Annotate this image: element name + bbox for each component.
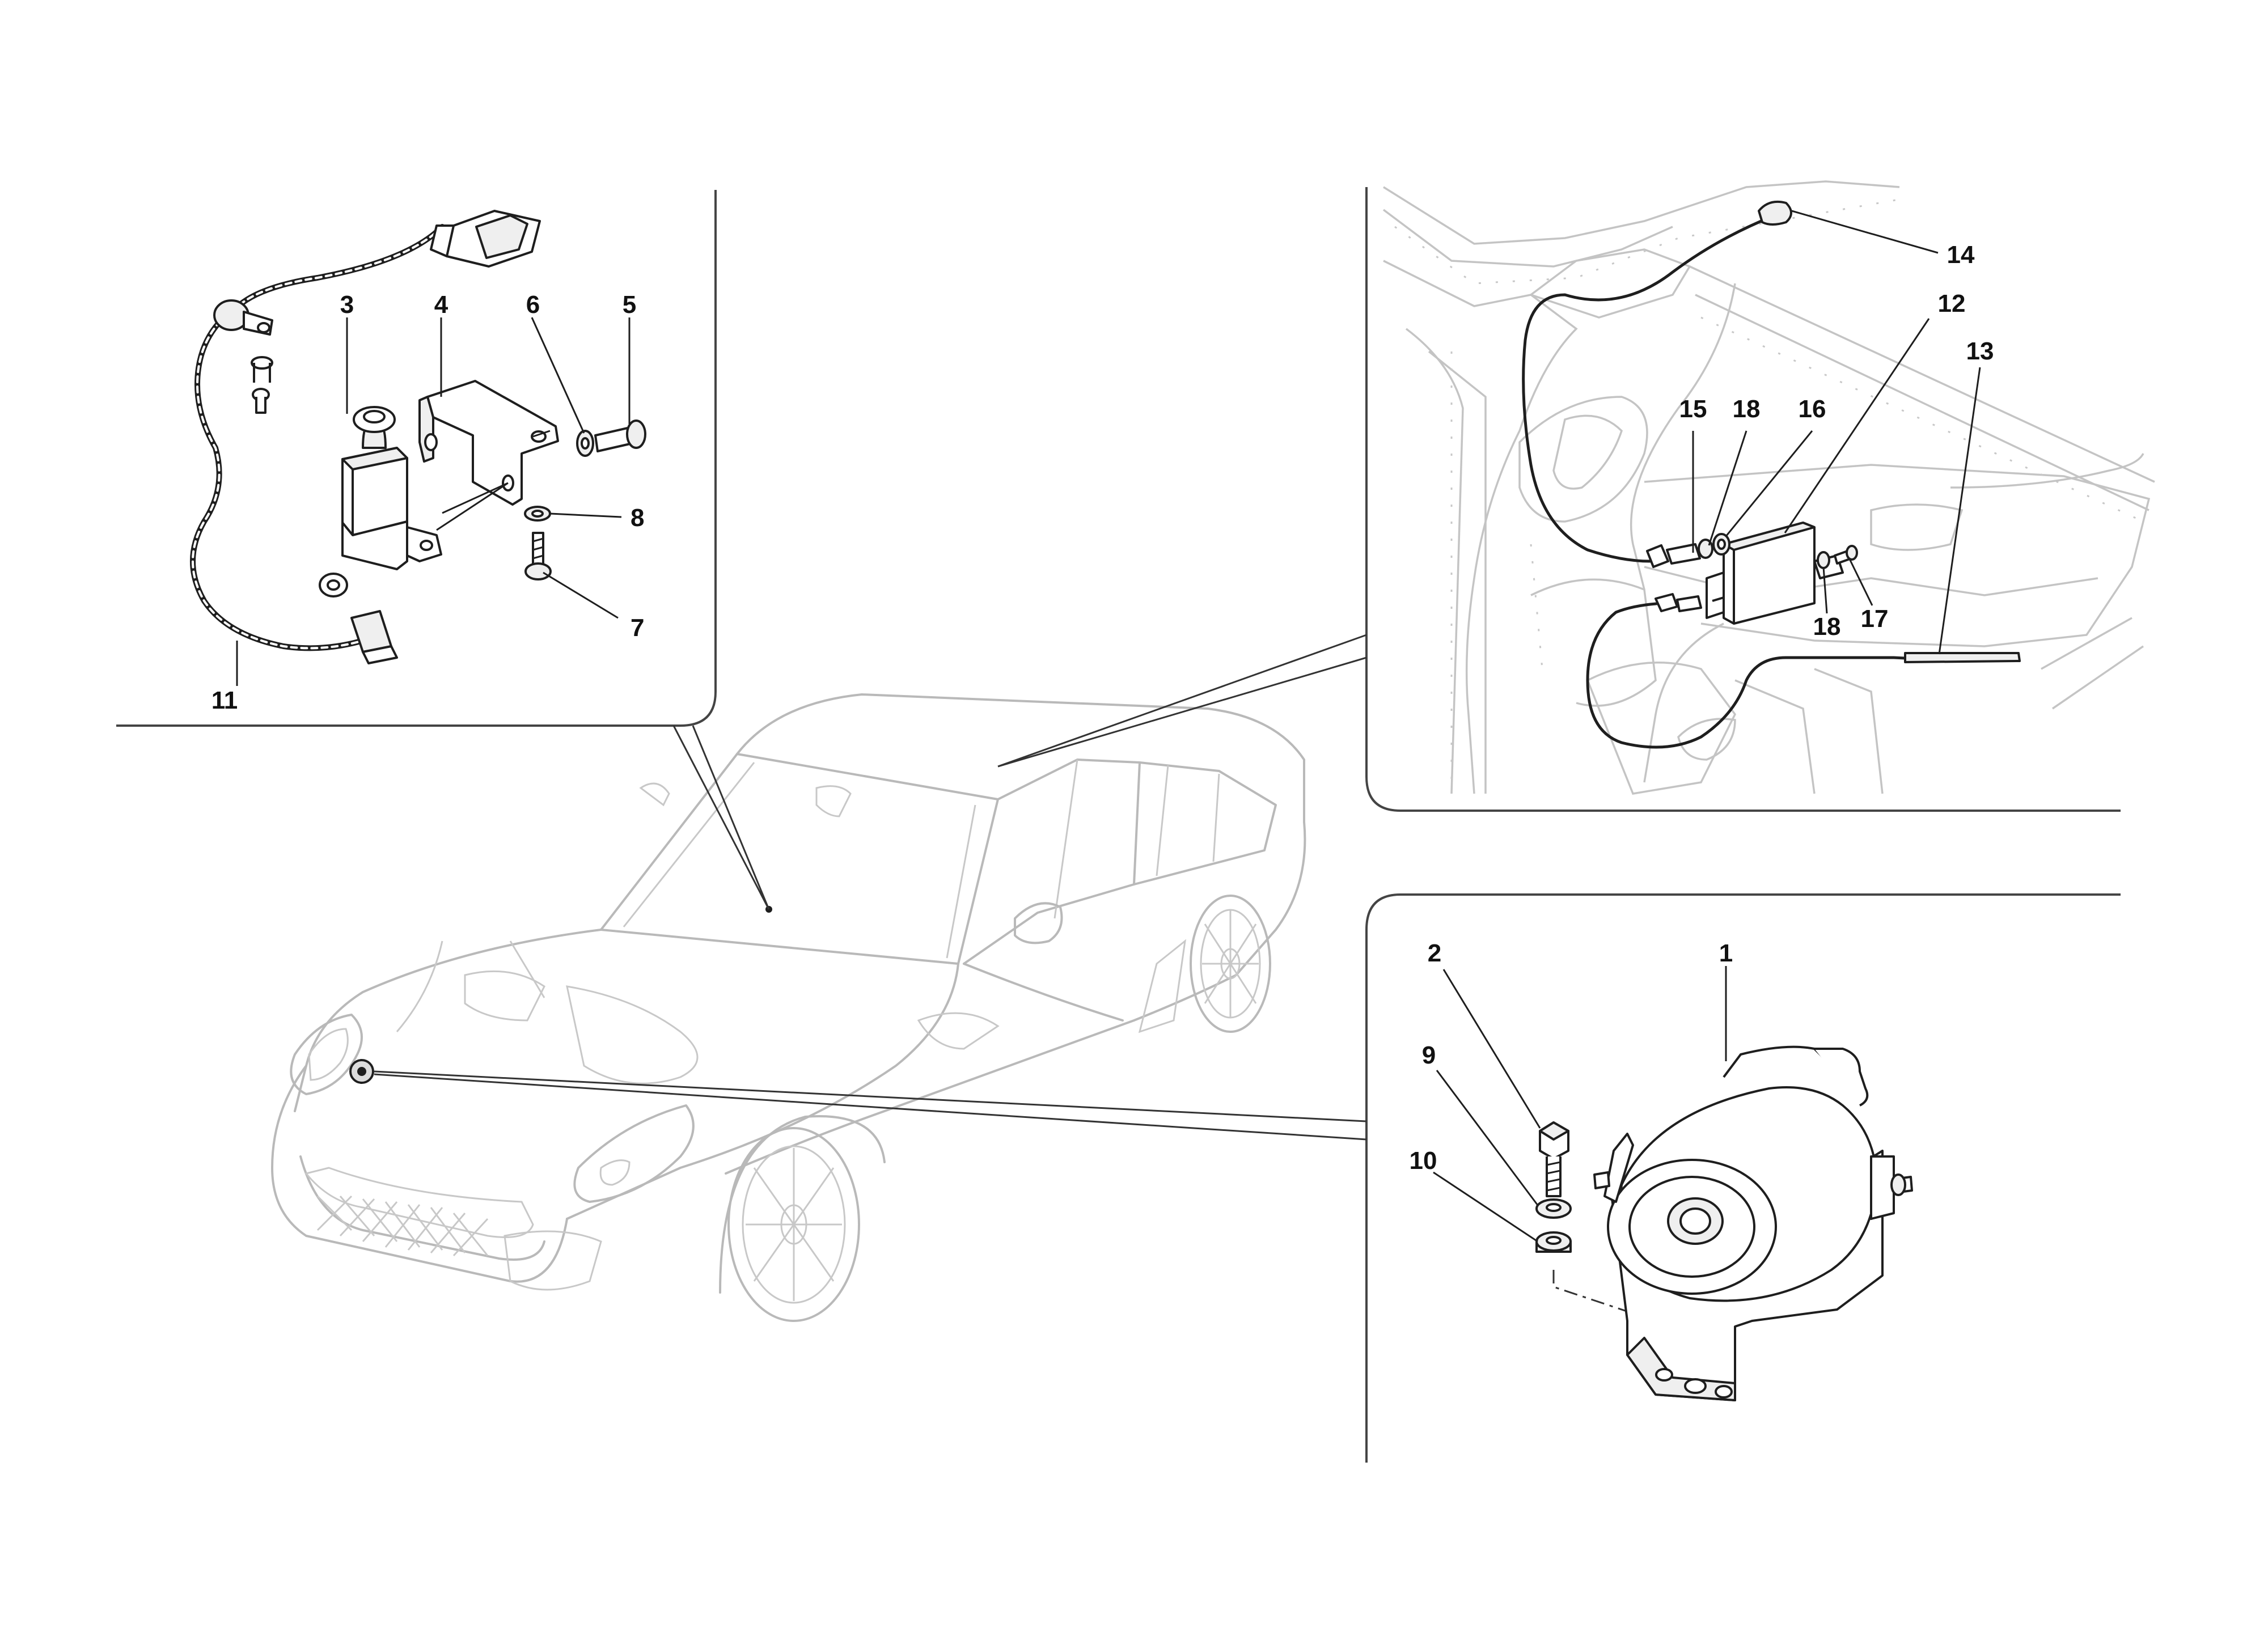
top-left-panel-frame (116, 190, 717, 727)
car-location-markers (349, 906, 772, 1084)
callout-5: 5 (623, 291, 636, 319)
callout-12: 12 (1938, 290, 1966, 317)
callout-7: 7 (631, 614, 644, 642)
mounting-bracket (418, 380, 559, 506)
tilt-sensor-icon (341, 406, 442, 570)
callout-18-upper: 18 (1733, 395, 1761, 423)
callout-4: 4 (434, 291, 448, 319)
antenna-module-icon (1706, 522, 1816, 625)
bolt-2 (1539, 1121, 1569, 1197)
callout-2: 2 (1428, 939, 1441, 967)
front-grille (316, 1195, 489, 1257)
screw-7 (524, 532, 552, 581)
nut-16 (1712, 533, 1730, 556)
siren-icon (1593, 1045, 1913, 1302)
nut-10 (1535, 1231, 1572, 1253)
hex-nut-small (319, 573, 348, 598)
callout-6: 6 (526, 291, 540, 319)
body-structure-ghost (1382, 180, 2155, 795)
washer-6 (576, 430, 594, 457)
antenna-head-icon (1758, 200, 1792, 226)
panel-frames (116, 187, 2121, 1463)
callout-16: 16 (1799, 395, 1826, 423)
screw-17 (1834, 545, 1858, 565)
callout-14: 14 (1947, 241, 1975, 269)
callout-10: 10 (1410, 1147, 1437, 1175)
callout-1: 1 (1719, 939, 1733, 967)
washer-9 (1535, 1198, 1572, 1219)
pointer-lines (374, 634, 1367, 1141)
harness-clip (213, 299, 273, 414)
callout-11: 11 (211, 687, 238, 714)
nut-18-lower (1817, 551, 1830, 569)
callout-labels: 3 4 6 5 8 7 11 14 12 13 15 18 16 18 17 1… (211, 241, 1994, 1175)
washer-8 (524, 506, 551, 522)
tilt-sensor-assembly (190, 210, 646, 664)
car-outline-icon (271, 693, 1306, 1322)
callout-15: 15 (1679, 395, 1707, 423)
callout-9: 9 (1422, 1041, 1436, 1069)
callout-8: 8 (631, 504, 644, 532)
callout-3: 3 (340, 291, 354, 319)
antenna-module-assembly (1522, 200, 2021, 749)
harness-connector (430, 210, 541, 268)
callout-13: 13 (1966, 337, 1994, 365)
screw-5 (594, 420, 646, 452)
siren-assembly (1535, 1045, 1913, 1401)
callout-18-lower: 18 (1813, 613, 1841, 641)
callout-leaders (236, 210, 1981, 1243)
top-right-panel-frame (1365, 187, 2121, 812)
callout-17: 17 (1861, 605, 1889, 633)
sensor-plug (350, 610, 398, 664)
bottom-right-panel-frame (1365, 893, 2121, 1463)
